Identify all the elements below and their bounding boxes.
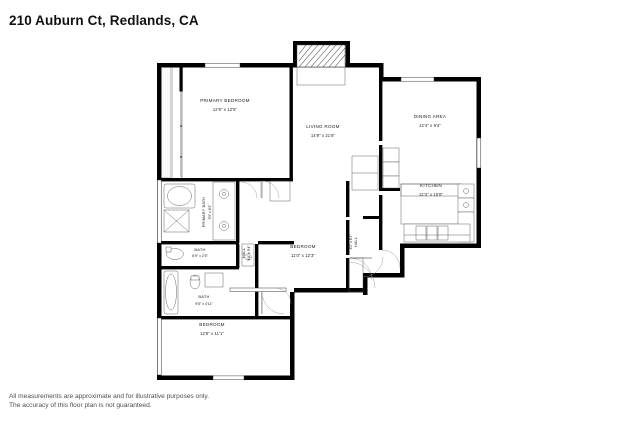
disclaimer-line-1: All measurements are approximate and for…: [9, 393, 209, 400]
room-label-bedroom-middle: BEDROOM: [290, 244, 316, 249]
room-label-hall-left: HALL: [242, 248, 246, 258]
room-dim-dining-area: 12'4" x 9'4": [419, 123, 441, 128]
fireplace-hatch: [296, 44, 346, 86]
interior-walls: [161, 67, 400, 320]
room-label-bath-upper: BATH: [194, 247, 205, 252]
room-label-bath-lower: BATH: [198, 294, 209, 299]
room-dim-primary-bath: 9'5" x 8'3": [208, 204, 212, 220]
bath-lower-fixtures: [163, 270, 224, 315]
room-dim-primary-bedroom: 12'6" x 12'5": [213, 107, 238, 112]
primary-bedroom-closet: [161, 67, 183, 178]
room-dim-bath-upper: 6'9" x 2'5": [192, 254, 208, 258]
room-label-bedroom-lower: BEDROOM: [199, 322, 225, 327]
room-dim-bedroom-lower: 12'8" x 11'1": [200, 331, 224, 336]
page-title: 210 Auburn Ct, Redlands, CA: [9, 13, 199, 28]
room-dim-living-room: 14'9" x 21'6": [311, 133, 336, 138]
room-dim-bath-lower: 9'5" x 4'11": [195, 302, 213, 306]
door-swings: [240, 180, 401, 315]
room-label-primary-bedroom: PRIMARY BEDROOM: [200, 98, 250, 103]
primary-bath-fixtures: [163, 181, 236, 241]
dining-builtins: [351, 147, 400, 191]
room-dim-bedroom-middle: 11'0" x 12'3": [291, 253, 315, 258]
disclaimer-text: All measurements are approximate and for…: [9, 392, 209, 411]
room-dim-hall-left: 4'8" x 9'4": [247, 245, 251, 261]
room-label-dining-area: DINING AREA: [414, 114, 447, 119]
floor-plan-drawing: PRIMARY BEDROOM 12'6" x 12'5" LIVING ROO…: [0, 30, 640, 385]
disclaimer-line-2: The accuracy of this floor plan is not g…: [9, 402, 152, 410]
room-labels: PRIMARY BEDROOM 12'6" x 12'5" LIVING ROO…: [192, 98, 447, 336]
room-dim-hall-right: 6'0" x 8'1": [349, 234, 353, 250]
room-label-hall-right: HALL: [354, 237, 358, 247]
room-label-kitchen: KITCHEN: [420, 183, 442, 188]
hall-left-fixtures: [241, 243, 255, 267]
room-dim-kitchen: 12'4" x 10'6": [419, 192, 444, 197]
bath-upper-fixtures: [165, 246, 184, 260]
room-label-primary-bath: PRIMARY BATH: [202, 197, 206, 228]
room-label-living-room: LIVING ROOM: [306, 124, 339, 129]
kitchen-fixtures: [400, 183, 475, 243]
